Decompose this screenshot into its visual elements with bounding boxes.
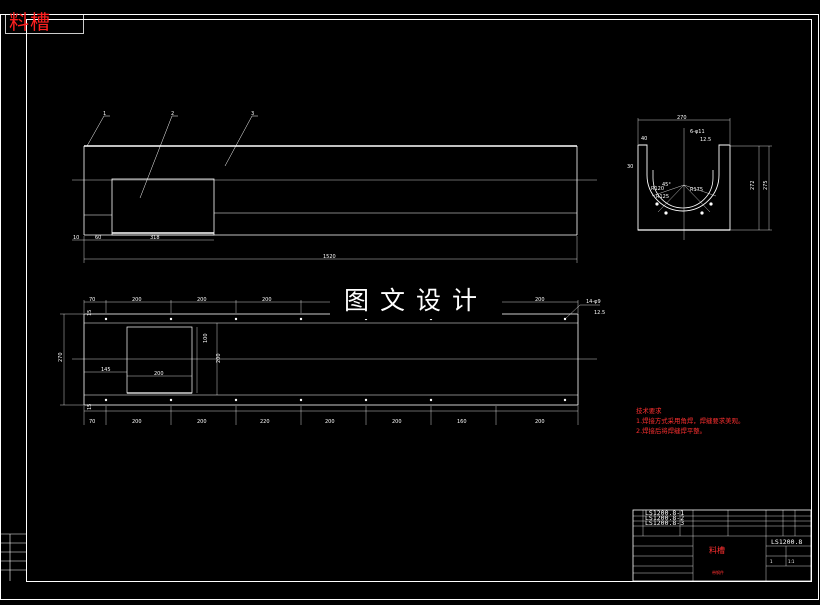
plan-bottom-dim-1: 200 <box>132 419 142 425</box>
side-radius-outer: R120 <box>651 186 664 192</box>
plan-window-width: 200 <box>154 371 164 377</box>
plan-hole-depth: 12.5 <box>594 310 605 316</box>
dim-offset-left: 10 <box>73 235 79 241</box>
plan-bottom-small: 15 <box>87 404 93 410</box>
plan-bottom-dim-5: 200 <box>392 419 402 425</box>
plan-window-height2: 200 <box>216 353 222 363</box>
plan-left-height: 270 <box>58 352 64 362</box>
tb-sub-name: 带钢件 <box>712 569 724 575</box>
dim-window-start: 60 <box>95 235 101 241</box>
title-block: LS1200.8-1 LS1200.8-2 LS1200.8-3 料槽 带钢件 … <box>632 509 812 582</box>
part-label-1: 1 <box>103 111 106 117</box>
title-stamp: 料槽 <box>9 10 51 34</box>
plan-top-right: 200 <box>535 297 545 303</box>
outer-border <box>0 14 819 600</box>
side-top-width: 270 <box>677 115 687 121</box>
plan-bottom-dim-3: 220 <box>260 419 270 425</box>
plan-window <box>126 326 193 394</box>
part-label-2: 2 <box>171 111 174 117</box>
plan-hole-spec: 14-φ9 <box>586 299 601 305</box>
plan-bottom-dim-0: 70 <box>89 419 95 425</box>
title-stamp-box <box>5 14 84 34</box>
tb-ratio: 1:1 <box>788 559 795 564</box>
side-hole-spec: 6-φ11 <box>690 129 705 135</box>
technical-notes: 技术要求 1.焊接方式采用角焊，焊缝要求美观。 2.焊接后将焊缝焊平整。 <box>636 406 744 436</box>
tb-sheet: 1 <box>770 559 773 564</box>
notes-item-2: 2.焊接后将焊缝焊平整。 <box>636 427 707 435</box>
plan-window-height: 100 <box>203 333 209 343</box>
side-radius-inner: R125 <box>656 194 669 200</box>
plan-top-dim-3: 200 <box>262 297 272 303</box>
plan-holes <box>104 317 567 402</box>
dim-overall-length: 1520 <box>323 254 336 260</box>
part-label-3: 3 <box>251 111 254 117</box>
inner-border <box>26 19 812 582</box>
tb-code-2: LS1200.8-2 <box>645 514 684 522</box>
tb-code-1: LS1200.8-1 <box>645 509 684 517</box>
plan-window-offset: 145 <box>101 367 111 373</box>
watermark: 图文设计 <box>330 283 502 319</box>
side-height-inner: 272 <box>750 180 756 190</box>
plan-bottom-dim-7: 200 <box>535 419 545 425</box>
side-hole-depth: 12.5 <box>700 137 711 143</box>
side-view: 270 6-φ11 12.5 40 30 272 275 R120 R125 4… <box>627 115 772 240</box>
notes-item-1: 1.焊接方式采用角焊，焊缝要求美观。 <box>636 417 745 425</box>
side-angle: 45° <box>662 182 671 188</box>
tb-part-name: 料槽 <box>709 545 725 555</box>
binding-strip <box>0 533 26 581</box>
plan-bottom-dim-6: 160 <box>457 419 467 425</box>
side-flange: 40 <box>641 136 647 142</box>
tb-code-3: LS1200.8-3 <box>645 519 684 527</box>
plan-top-dim-1: 200 <box>132 297 142 303</box>
plan-left-small-top: 15 <box>87 310 93 316</box>
plan-top-dim-0: 70 <box>89 297 95 303</box>
side-lip: 30 <box>627 164 633 170</box>
tb-drawing-number: LS1200.8 <box>771 538 802 546</box>
side-height-outer: 275 <box>763 180 769 190</box>
side-radius-hole: R175 <box>690 187 703 193</box>
plan-bottom-dim-2: 200 <box>197 419 207 425</box>
notes-title: 技术要求 <box>636 407 662 415</box>
front-view: 1 2 3 10 60 318 1520 <box>72 111 597 263</box>
front-window <box>111 178 215 236</box>
plan-top-dim-2: 200 <box>197 297 207 303</box>
dim-window-width: 318 <box>150 235 160 241</box>
plan-bottom-dim-4: 200 <box>325 419 335 425</box>
